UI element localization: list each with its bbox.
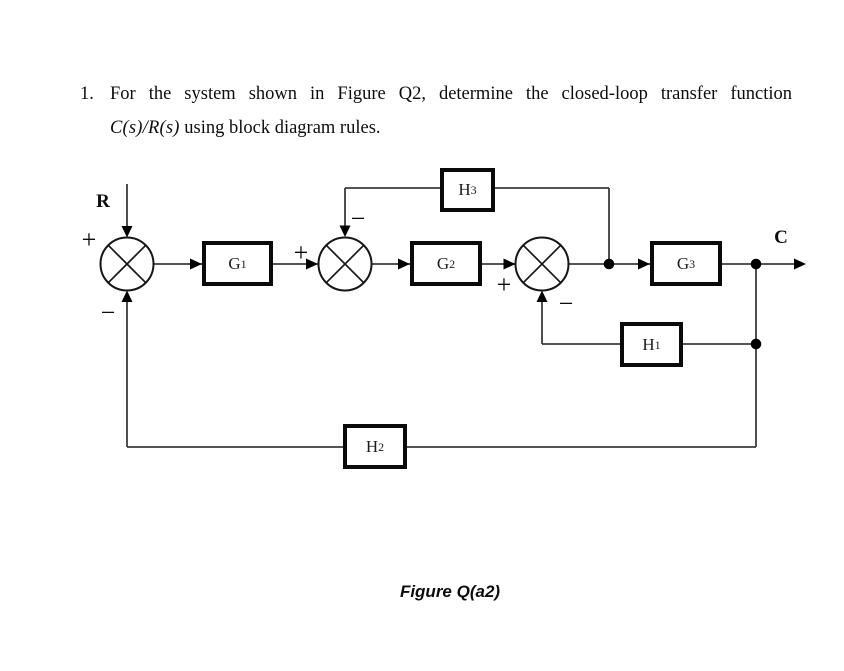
question-number: 1. <box>80 84 94 104</box>
summing-junction-3-x <box>522 244 562 284</box>
wires <box>126 184 799 448</box>
arrow-into-sum2-top <box>339 225 351 237</box>
figure-caption: Figure Q(a2) <box>399 582 501 601</box>
block-g3-label: G <box>676 253 690 273</box>
question-line1: For the system shown in Figure Q2, deter… <box>110 84 792 104</box>
summing-junction-2-x <box>325 244 365 284</box>
arrow-into-sum1-top <box>121 226 133 238</box>
arrow-into-sum3-left <box>503 258 516 270</box>
takeoff-dot-h1 <box>750 338 762 350</box>
block-g3-sub: 3 <box>689 256 696 271</box>
arrow-into-g1 <box>190 258 202 270</box>
block-h2-sub: 2 <box>378 439 385 454</box>
summing-junction-1-x <box>107 244 147 284</box>
question-line2-text: using block diagram rules. <box>179 118 381 138</box>
arrow-into-sum2-left <box>306 258 318 270</box>
summing-junction-1 <box>99 236 155 292</box>
block-h3-label: H <box>458 180 471 199</box>
sum3-plus-sign: + <box>496 270 512 299</box>
sum1-plus-sign: + <box>81 225 97 254</box>
block-h2-label: H <box>365 436 379 456</box>
sum1-minus-sign: − <box>100 298 116 327</box>
output-label-c: C <box>774 227 788 248</box>
block-g2-label: G <box>436 253 450 273</box>
arrowheads <box>121 225 806 302</box>
block-g2-sub: 2 <box>449 256 456 271</box>
sum2-minus-sign: − <box>350 204 366 233</box>
arrow-into-sum3-bottom <box>536 290 548 302</box>
input-label-r: R <box>96 191 110 212</box>
arrow-into-g3 <box>638 258 650 270</box>
sum3-minus-sign: − <box>558 289 574 318</box>
sum2-plus-sign: + <box>293 238 309 267</box>
block-g1-sub: 1 <box>240 256 247 271</box>
takeoff-dots <box>603 258 762 350</box>
arrow-output-c <box>794 258 806 270</box>
block-g1-label: G <box>228 253 241 273</box>
block-h3-sub: 3 <box>470 183 477 197</box>
arrow-into-g2 <box>398 258 410 270</box>
arrow-into-sum1-bottom <box>121 290 133 302</box>
summing-junction-2 <box>317 236 373 292</box>
summing-junction-3 <box>514 236 570 292</box>
transfer-function-expression: C(s)/R(s) <box>110 118 180 138</box>
block-h1-sub: 1 <box>654 337 661 352</box>
block-h1-label: H <box>642 334 655 354</box>
question-line2: C(s)/R(s) using block diagram rules. <box>110 118 381 139</box>
takeoff-dot-h3 <box>603 258 615 270</box>
takeoff-dot-output <box>750 258 762 270</box>
